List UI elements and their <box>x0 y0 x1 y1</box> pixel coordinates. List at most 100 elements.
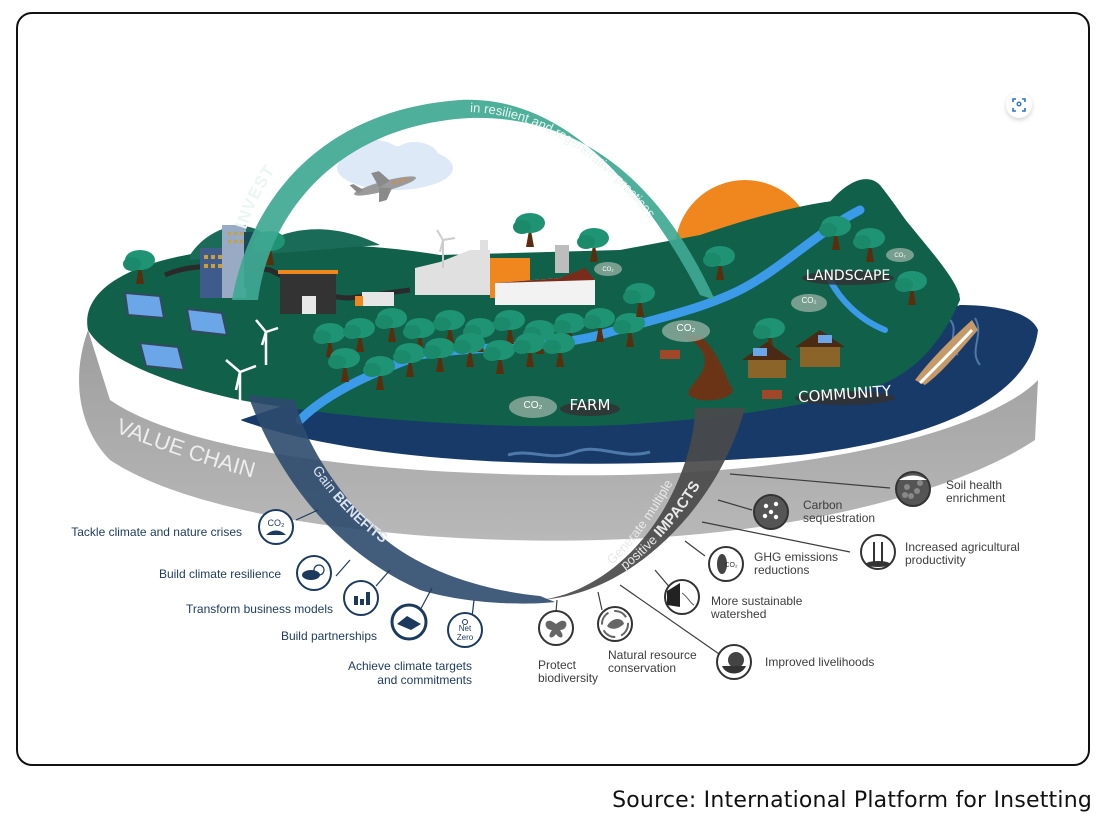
recycle-leaf-icon <box>597 606 633 642</box>
impact-label: GHG emissions <box>754 550 838 564</box>
beach <box>915 320 978 385</box>
tree <box>623 283 655 317</box>
tree <box>453 333 485 367</box>
svg-text:CO₂: CO₂ <box>724 562 738 569</box>
benefit-label: Build climate resilience <box>159 567 281 581</box>
tree <box>613 313 645 347</box>
impact-label-line2: sequestration <box>803 511 875 525</box>
tree <box>703 246 735 280</box>
benefit-label: Build partnerships <box>281 629 377 643</box>
solar-panels <box>123 291 229 372</box>
co2-label: CO₂ <box>524 400 543 411</box>
tree <box>513 213 545 247</box>
zone-farm: FARM <box>560 396 620 416</box>
benefits-arc <box>248 395 555 604</box>
zone-label-farm: FARM <box>570 396 611 414</box>
store <box>278 270 338 314</box>
impact-connectors <box>555 473 891 657</box>
impact-label: Improved livelihoods <box>765 655 874 669</box>
tree <box>403 318 435 352</box>
zone-community: COMMUNITY <box>795 382 895 406</box>
butterfly-icon <box>538 610 574 646</box>
co2-cloud-hill: CO₂ <box>886 248 914 262</box>
orchard-trees <box>123 213 927 390</box>
tree <box>583 308 615 342</box>
zone-label-landscape: LANDSCAPE <box>806 268 890 284</box>
handshake-icon <box>390 603 428 641</box>
tree <box>328 348 360 382</box>
impact-label-line2: productivity <box>905 553 966 567</box>
waterfall-icon <box>664 579 700 615</box>
co2-label: CO₂ <box>894 253 906 259</box>
impact-label: Natural resource <box>608 648 697 662</box>
co2-label: CO₂ <box>602 267 614 273</box>
benefit-label: Achieve climate targets <box>348 659 472 673</box>
tree <box>363 356 395 390</box>
truck <box>355 292 394 306</box>
tree <box>423 338 455 372</box>
molecule-icon <box>753 494 789 530</box>
impact-label: Soil health <box>946 478 1002 492</box>
co2-cloud-landscape: CO₂ <box>791 294 827 312</box>
benefit-label-line2: and commitments <box>377 673 472 687</box>
impacts-list: Soil healthenrichmentCarbonsequestration… <box>538 471 1020 685</box>
benefit-item: Build climate resilience <box>159 555 332 591</box>
wind-turbines <box>225 319 279 425</box>
co2-label: CO₂ <box>801 296 816 305</box>
tree <box>819 216 851 250</box>
river-branch <box>827 277 888 333</box>
benefit-label: Transform business models <box>186 602 333 616</box>
impact-label: Protect <box>538 658 577 672</box>
benefit-item: Build partnerships <box>281 603 428 643</box>
impact-label: More sustainable <box>711 594 803 608</box>
impact-label-line2: conservation <box>608 661 676 675</box>
co2-cloud-factory: CO₂ <box>594 262 622 276</box>
tree <box>123 250 155 284</box>
svg-text:Zero: Zero <box>457 633 474 642</box>
soil-icon <box>895 471 931 507</box>
benefit-item: CO₂ Tackle climate and nature crises <box>71 509 294 545</box>
impact-item: Improved livelihoods <box>716 644 874 680</box>
impact-label-line2: enrichment <box>946 491 1006 505</box>
tree <box>343 318 375 352</box>
factory <box>415 240 595 305</box>
mud-path <box>680 335 733 401</box>
impacts-arc <box>540 408 745 600</box>
tree <box>577 228 609 262</box>
impact-label-line2: reductions <box>754 563 809 577</box>
wave <box>507 447 651 458</box>
benefit-label: Tackle climate and nature crises <box>71 525 242 539</box>
bar-chart-icon <box>343 580 379 616</box>
tree <box>493 310 525 344</box>
impact-label: Carbon <box>803 498 842 512</box>
tree <box>375 308 407 342</box>
impact-label: Increased agricultural <box>905 540 1020 554</box>
huts <box>742 330 845 378</box>
cloud-sun-icon <box>296 555 332 591</box>
wind-turbines-factory <box>436 229 456 268</box>
co2-leaf-icon: CO₂ <box>258 509 294 545</box>
tree <box>393 343 425 377</box>
scan-icon <box>1012 98 1026 112</box>
tree <box>543 333 575 367</box>
benefit-item: Transform business models <box>186 580 379 616</box>
tree <box>433 310 465 344</box>
invest-arc <box>232 99 715 300</box>
visual-search-button[interactable] <box>1006 92 1032 118</box>
impact-label-line2: biodiversity <box>538 671 598 685</box>
footprint-co2-icon: CO₂ <box>708 546 744 582</box>
co2-cloud-field: CO₂ <box>662 320 710 342</box>
impact-label-line2: watershed <box>710 607 766 621</box>
tree <box>853 228 885 262</box>
co2-label: CO₂ <box>677 323 696 334</box>
airplane-icon <box>349 171 416 203</box>
wheat-icon <box>860 534 896 570</box>
svg-text:CO₂: CO₂ <box>268 518 286 528</box>
